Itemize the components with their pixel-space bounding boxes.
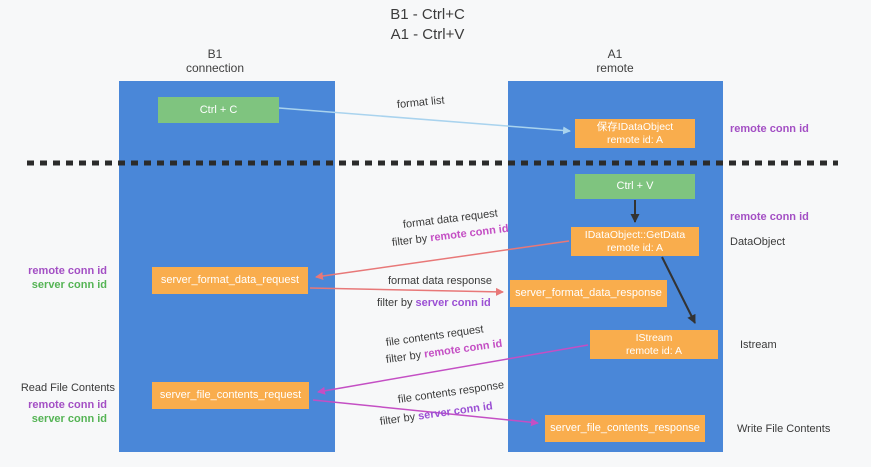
right-remote-conn-id-top: remote conn id (730, 123, 809, 135)
ctrl-v-label: Ctrl + V (616, 180, 654, 192)
filter-by-text: filter by (377, 297, 413, 309)
istream-box: IStream remote id: A (590, 330, 718, 359)
title-line-1: B1 - Ctrl+C (390, 6, 465, 23)
ctrl-c-label: Ctrl + C (199, 103, 238, 116)
getdata-line1: IDataObject::GetData (584, 228, 686, 241)
format-response-label: format data response (388, 275, 492, 287)
server-conn-id-text: server conn id (415, 297, 491, 309)
istream-line1: IStream (635, 331, 673, 344)
write-file-contents-annotation: Write File Contents (737, 423, 831, 435)
server-format-data-request-label: server_format_data_request (160, 274, 300, 286)
server-file-contents-response-label: server_file_contents_response (550, 422, 700, 434)
save-dataobject-line1: 保存IDataObject (596, 120, 674, 133)
left-conn-ids-mid: remote conn id server conn id (0, 265, 107, 292)
format-response-filter-label: filter by server conn id (377, 297, 491, 309)
getdata-box: IDataObject::GetData remote id: A (571, 227, 699, 256)
left-conn-ids-bottom: remote conn id server conn id (0, 399, 107, 426)
left-remote-conn-id-mid: remote conn id (28, 265, 107, 277)
right-remote-conn-id-mid: remote conn id (730, 211, 809, 223)
left-column-name: B1 (207, 47, 223, 61)
dataobject-annotation: DataObject (730, 236, 786, 248)
getdata-to-istream-arrow (661, 256, 696, 324)
istream-annotation: Istream (740, 339, 777, 351)
ctrl-c-box: Ctrl + C (158, 97, 279, 123)
save-dataobject-line2: remote id: A (606, 133, 664, 146)
title-line-2: A1 - Ctrl+V (390, 26, 465, 43)
server-file-contents-request-box: server_file_contents_request (152, 382, 309, 409)
format-response-arrow (309, 287, 504, 296)
server-format-data-response-box: server_format_data_response (510, 280, 667, 307)
server-format-data-response-label: server_format_data_response (515, 287, 662, 299)
getdata-line2: remote id: A (606, 241, 664, 254)
server-file-contents-request-label: server_file_contents_request (159, 389, 302, 401)
left-column-subtitle: connection (185, 61, 245, 75)
right-column-header: A1 remote (545, 47, 685, 75)
save-dataobject-box: 保存IDataObject remote id: A (575, 119, 695, 148)
left-remote-conn-id-bottom: remote conn id (28, 399, 107, 411)
read-file-contents-annotation: Read File Contents (20, 382, 115, 394)
left-server-conn-id-bottom: server conn id (31, 412, 107, 425)
server-format-data-request-box: server_format_data_request (152, 267, 308, 294)
istream-line2: remote id: A (625, 344, 683, 357)
file-request-arrow (317, 344, 589, 395)
file-response-arrow (312, 399, 539, 427)
server-file-contents-response-box: server_file_contents_response (545, 415, 705, 442)
format-request-arrow (315, 240, 570, 280)
left-column-header: B1 connection (145, 47, 285, 75)
left-server-conn-id-mid: server conn id (31, 278, 107, 291)
right-column-name: A1 (607, 47, 623, 61)
right-column-subtitle: remote (596, 61, 634, 75)
format-list-arrow (278, 107, 571, 135)
diagram-title: B1 - Ctrl+C A1 - Ctrl+V (0, 5, 855, 45)
ctrl-v-box: Ctrl + V (575, 174, 695, 199)
